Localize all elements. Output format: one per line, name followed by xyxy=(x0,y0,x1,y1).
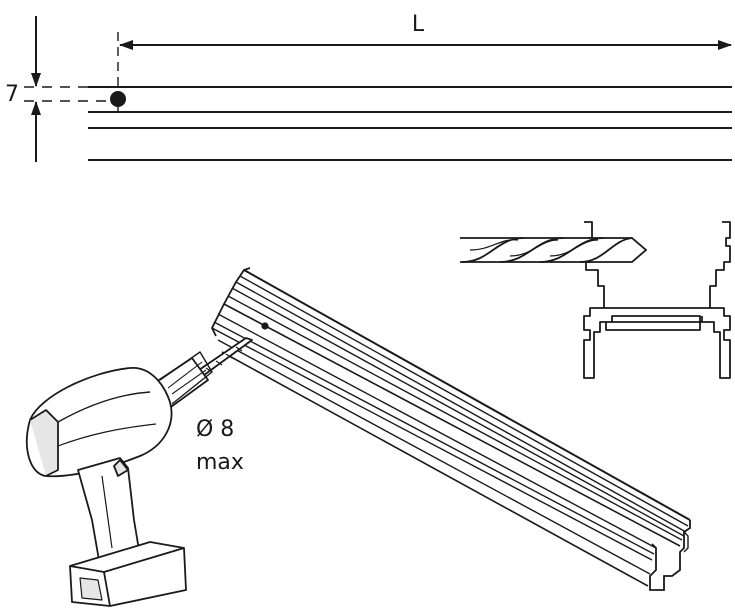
aluminium-profile-icon xyxy=(210,267,691,591)
offset-dimension xyxy=(24,16,110,162)
drill-bit-icon xyxy=(460,237,648,263)
offset-label: 7 xyxy=(5,82,19,107)
power-drill-icon xyxy=(26,337,253,607)
profile-side-view xyxy=(88,86,732,161)
drilled-hole-icon xyxy=(261,322,269,330)
drill-diameter-label: Ø 8 xyxy=(196,417,234,442)
drill-max-label: max xyxy=(196,450,244,475)
length-dimension xyxy=(117,32,732,112)
drill-point-icon xyxy=(110,91,126,107)
length-label: L xyxy=(412,12,425,37)
profile-cross-section-icon xyxy=(583,221,731,379)
